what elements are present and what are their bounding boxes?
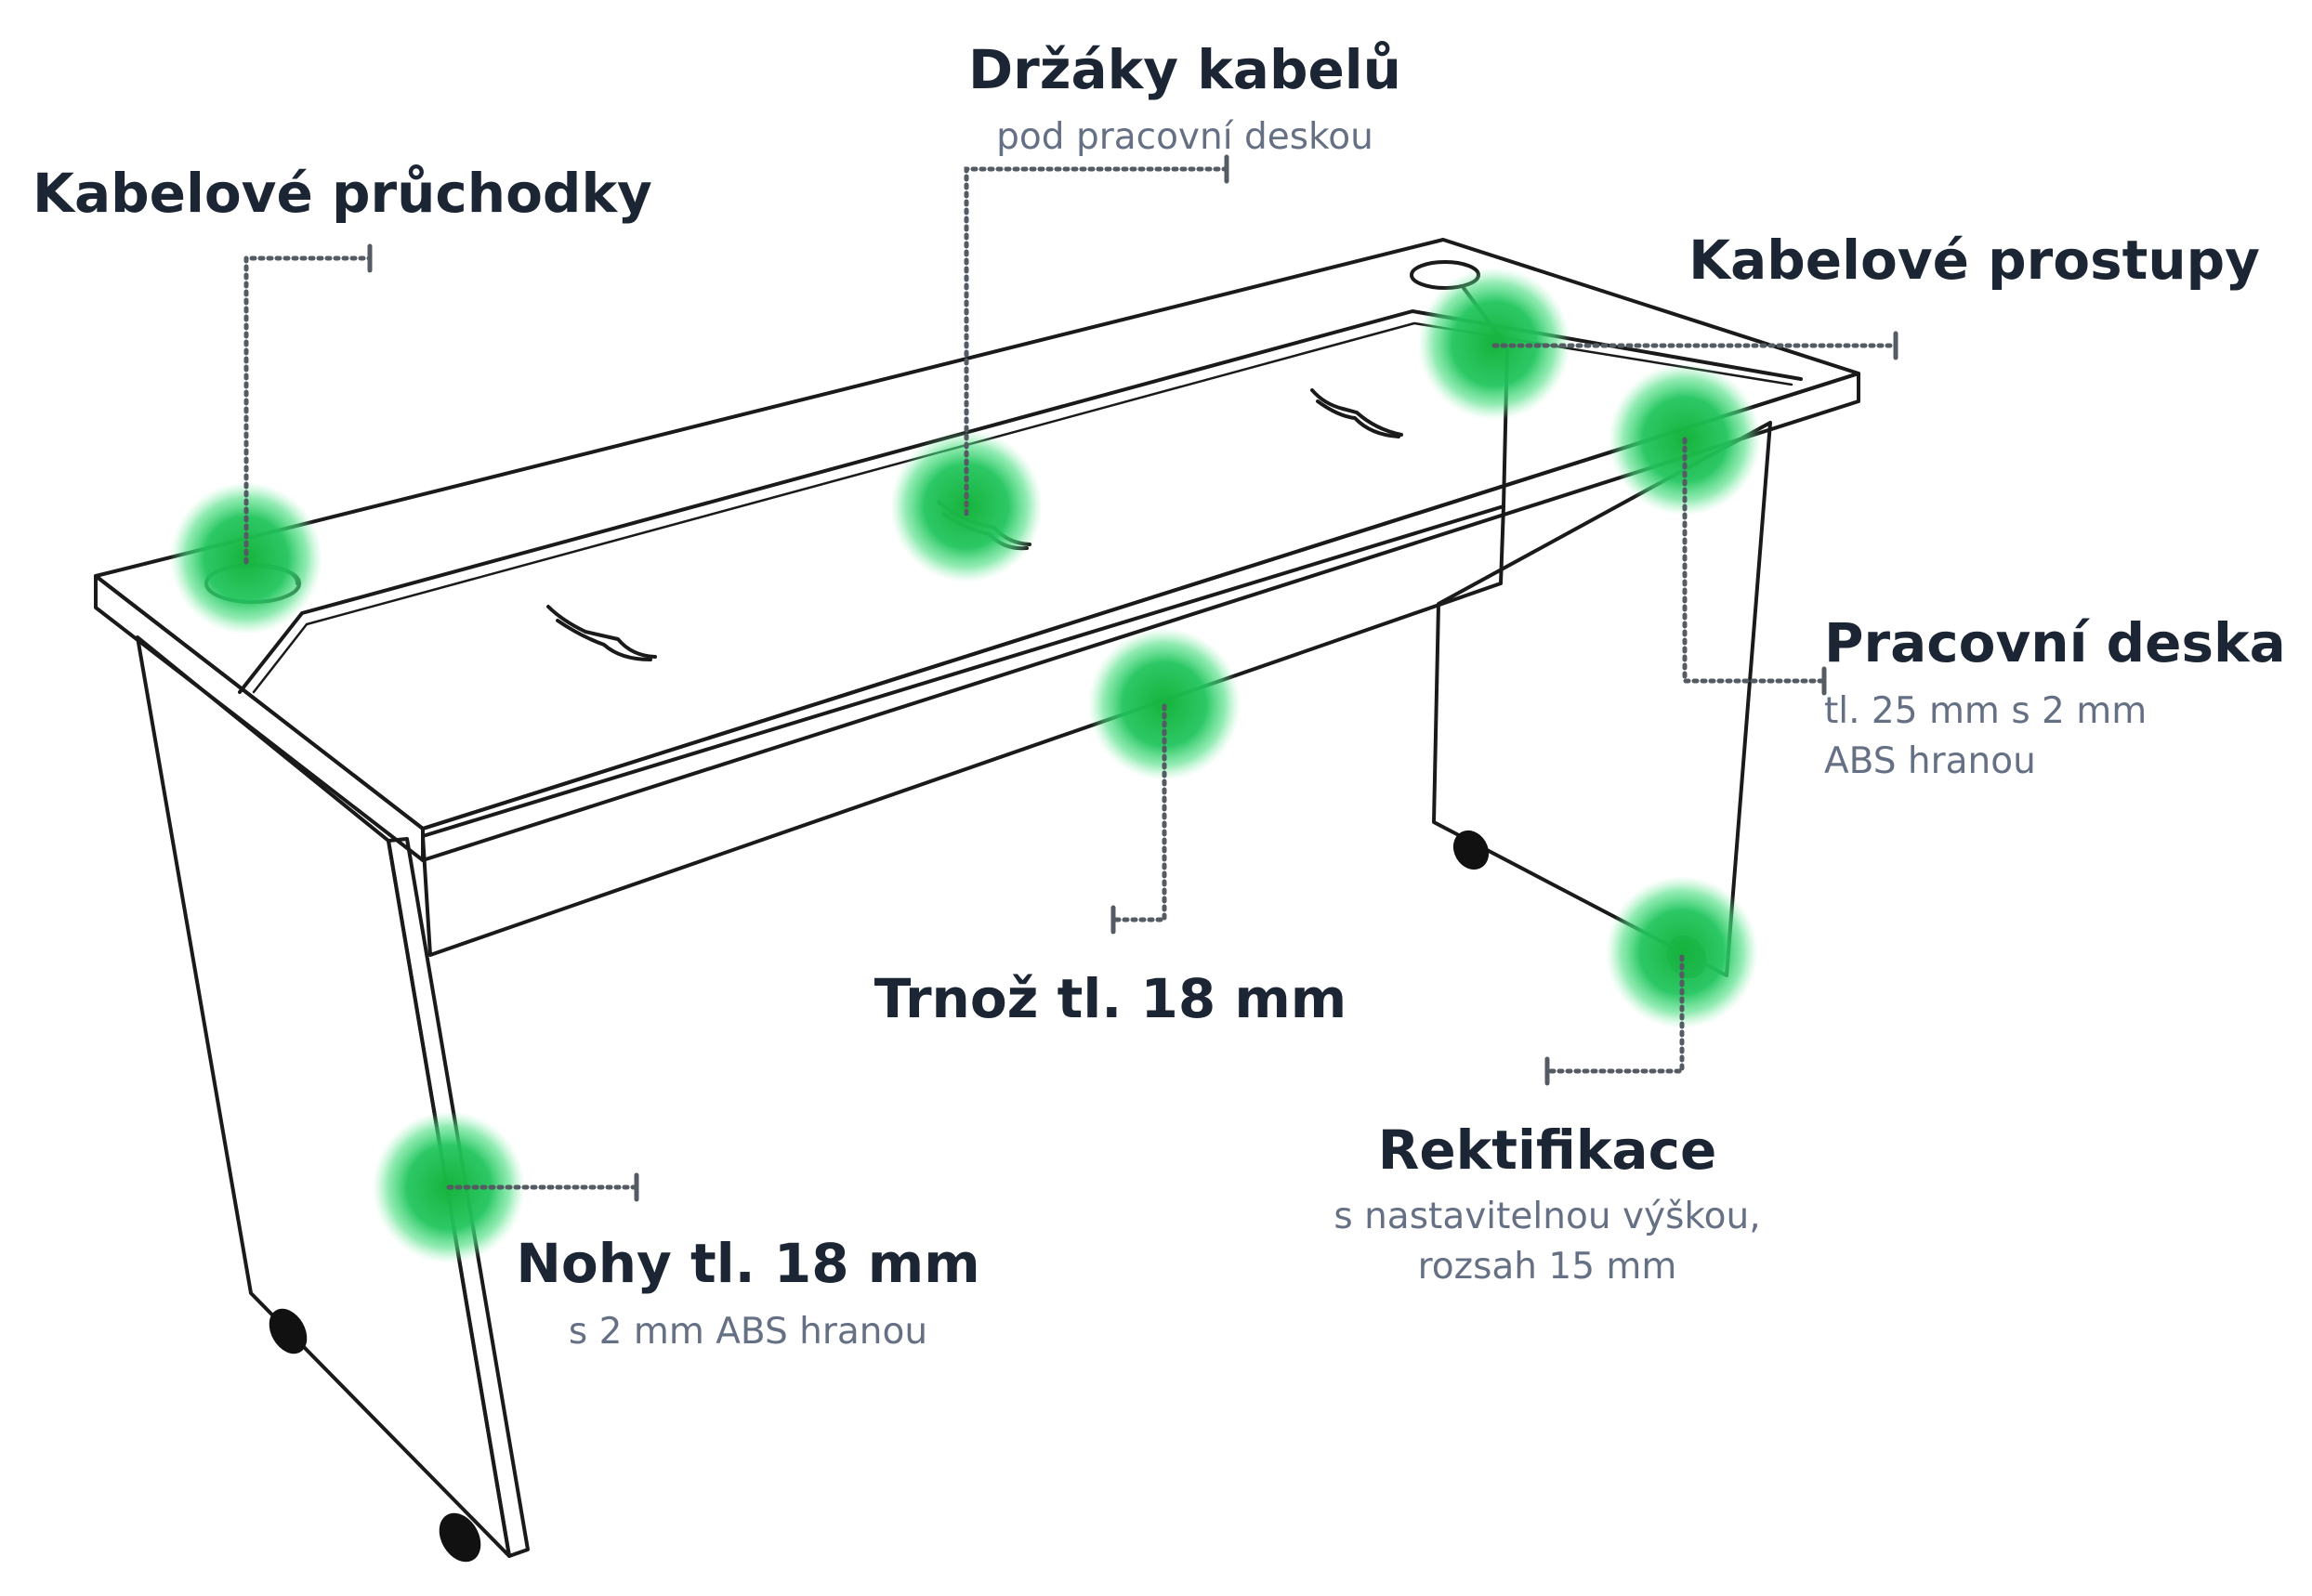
label-pruchodky-title: Kabelové průchodky <box>33 162 652 225</box>
highlight-glide <box>1606 876 1758 1028</box>
label-rektifikace-sub2: rozsah 15 mm <box>1418 1246 1677 1288</box>
label-nohy-title: Nohy tl. 18 mm <box>516 1232 979 1295</box>
label-prostupy-title: Kabelové prostupy <box>1688 229 2260 292</box>
desk-top-right-edge <box>421 372 1860 862</box>
label-rektifikace-sub1: s nastavitelnou výškou, <box>1333 1196 1760 1237</box>
label-deska-title: Pracovní deska <box>1824 611 2286 674</box>
label-drzaky-title: Držáky kabelů <box>968 38 1401 101</box>
label-nohy-sub: s 2 mm ABS hranou <box>569 1311 927 1353</box>
label-trnoz-title: Trnož tl. 18 mm <box>874 967 1347 1030</box>
cable-holder-icon <box>1310 388 1403 438</box>
label-deska-sub1: tl. 25 mm s 2 mm <box>1824 690 2147 732</box>
left-front-leg <box>136 635 511 1558</box>
leveling-glide-icon <box>269 1308 308 1354</box>
label-rektifikace-title: Rektifikace <box>1378 1119 1717 1182</box>
cable-holder-icon <box>546 605 657 661</box>
callout-labels: Kabelové průchodky Držáky kabelů pod pra… <box>33 38 2286 1353</box>
left-leg-edge <box>387 837 530 1558</box>
leader-lines <box>243 154 1898 1202</box>
leveling-glide-icon <box>1452 830 1490 870</box>
modesty-panel <box>421 504 1505 957</box>
cable-channel-inner <box>252 321 1793 694</box>
label-drzaky-sub: pod pracovní deskou <box>996 116 1373 158</box>
label-deska-sub2: ABS hranou <box>1824 740 2036 782</box>
leveling-glide-icon <box>439 1512 481 1563</box>
